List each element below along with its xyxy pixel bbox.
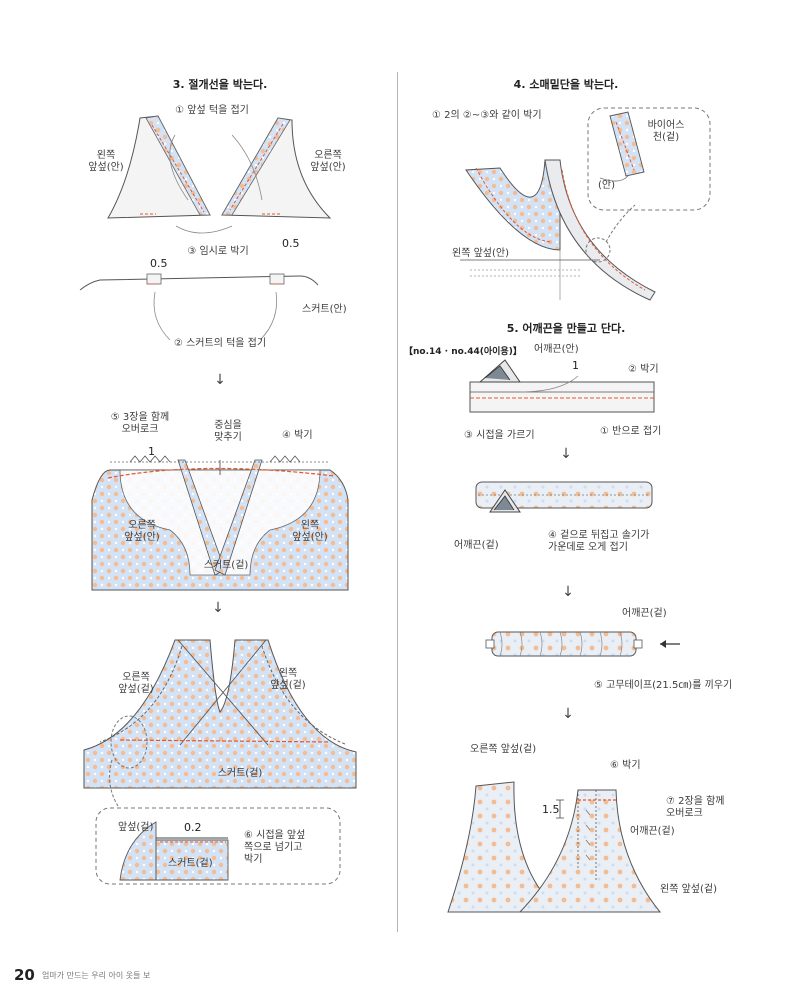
label-left-bodice-in: 왼쪽 앞섶(안)	[292, 520, 328, 543]
down-arrow-icon: ↓	[214, 372, 226, 388]
leader-line	[231, 134, 263, 201]
seam-05-right: 0.5	[282, 237, 300, 250]
step5-heading: 5. 어깨끈을 만들고 단다.	[506, 322, 626, 335]
label-detail-bodice: 앞섶(겉)	[118, 822, 154, 833]
book-title-footer: 엄마가 만드는 우리 아이 옷들 보	[42, 971, 151, 980]
label-baste: ③ 임시로 박기	[187, 246, 249, 257]
label-step5-sew: ② 박기	[628, 364, 659, 375]
label-fold-bodice: ① 앞섶 턱을 접기	[175, 105, 249, 116]
label-left-bodice-out: 왼쪽 앞섶(겉)	[270, 668, 306, 691]
label-detail-note: ⑥ 시접을 앞섶 쪽으로 넘기고 박기	[244, 830, 306, 865]
label-step4-left-bodice: 왼쪽 앞섶(안)	[452, 248, 509, 259]
step5-strap-turned	[475, 481, 653, 513]
label-sew: ④ 박기	[282, 430, 313, 441]
step5-strap-attached	[447, 781, 662, 913]
step3-assembled-inside	[91, 455, 349, 591]
down-arrow-icon: ↓	[212, 600, 224, 616]
label-step4-note: ① 2의 ②~③와 같이 박기	[432, 110, 542, 121]
seam-05-left: 0.5	[150, 257, 168, 270]
label-overlock-2: ⑦ 2장을 함께 오버로크	[666, 796, 725, 819]
leader-line	[169, 134, 189, 201]
down-arrow-icon: ↓	[560, 446, 572, 462]
step3-heading: 3. 절개선을 박는다.	[172, 78, 268, 91]
label-strap-out-c: 어깨끈(겉)	[630, 826, 675, 837]
step5-strap-fold-diagram	[469, 359, 655, 413]
label-fold-skirt: ② 스커트의 턱을 접기	[173, 338, 267, 349]
label-right-bodice: 오른쪽 앞섶(안)	[310, 150, 346, 173]
seam-15: 1.5	[542, 803, 560, 816]
label-inside: (안)	[598, 180, 616, 191]
label-fold-half: ① 반으로 접기	[600, 426, 662, 437]
label-skirt-out-1: 스커트(겉)	[203, 560, 249, 571]
label-turn-out: ④ 겉으로 뒤집고 솔기가 가운데로 오게 접기	[548, 530, 650, 553]
label-strap-out-a: 어깨끈(겉)	[454, 540, 499, 551]
label-right-bodice-final: 오른쪽 앞섶(겉)	[470, 744, 537, 755]
page-number: 20	[14, 966, 35, 984]
down-arrow-icon: ↓	[562, 584, 574, 600]
label-elastic: ⑤ 고무테이프(21.5㎝)를 끼우기	[594, 680, 733, 691]
label-right-bodice-out: 오른쪽 앞섶(겉)	[118, 672, 154, 695]
seam-1-strap: 1	[572, 359, 579, 372]
label-left-bodice-final: 왼쪽 앞섶(겉)	[660, 884, 717, 895]
label-match-center: 중심을 맞추기	[214, 420, 242, 443]
column-divider	[397, 72, 398, 932]
label-right-bodice-in: 오른쪽 앞섶(안)	[124, 520, 160, 543]
label-sew-final: ⑥ 박기	[610, 760, 641, 771]
step5-strap-with-elastic	[485, 631, 680, 657]
leader-line	[175, 225, 233, 234]
label-trim: ③ 시접을 가르기	[464, 430, 535, 441]
step3-left-bodice-piece	[107, 115, 211, 219]
step4-sleeve-hem-diagram	[460, 107, 711, 301]
seam-02: 0.2	[184, 821, 202, 834]
label-detail-skirt: 스커트(겉)	[168, 858, 213, 869]
size-tag: 【no.14 · no.44(아이용)】	[404, 347, 522, 357]
label-skirt-in: 스커트(안)	[302, 304, 347, 315]
down-arrow-icon: ↓	[562, 706, 574, 722]
seam-1: 1	[148, 445, 155, 458]
step3-assembled-outside	[83, 639, 357, 807]
label-left-bodice: 왼쪽 앞섶(안)	[88, 150, 124, 173]
step3-detail-callout	[95, 807, 341, 885]
label-skirt-out-2: 스커트(겉)	[217, 768, 263, 779]
step3-skirt-strip	[79, 273, 319, 341]
label-bias: 바이어스 천(겉)	[647, 120, 685, 143]
step3-right-bodice-piece	[221, 117, 332, 219]
label-overlock: ⑤ 3장을 함께 오버로크	[110, 412, 170, 435]
label-strap-in: 어깨끈(안)	[534, 344, 579, 355]
step4-heading: 4. 소매밑단을 박는다.	[513, 78, 619, 91]
label-strap-out-b: 어깨끈(겉)	[622, 608, 667, 619]
